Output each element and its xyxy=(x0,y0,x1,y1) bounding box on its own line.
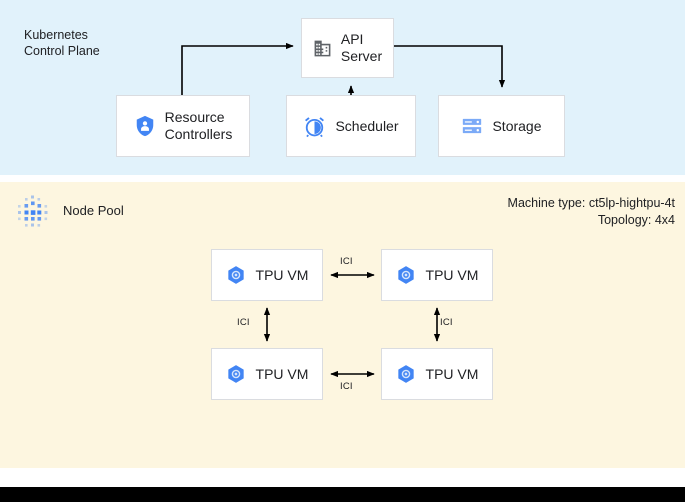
node-pool-panel xyxy=(0,182,685,468)
machine-type-text: Machine type: ct5lp-hightpu-4t xyxy=(507,196,675,210)
tpu-chip-hexagon-icon xyxy=(397,365,414,383)
ici-label-left: ICI xyxy=(237,317,250,328)
node-tpu-vm-4[interactable]: TPU VM xyxy=(381,348,493,400)
node-tpu-vm-1-label: TPU VM xyxy=(255,266,309,283)
ici-label-right: ICI xyxy=(440,317,453,328)
node-tpu-vm-1[interactable]: TPU VM xyxy=(211,249,323,301)
node-scheduler[interactable]: Scheduler xyxy=(286,95,416,157)
node-storage-label: Storage xyxy=(492,117,542,134)
node-tpu-vm-3-label: TPU VM xyxy=(255,365,309,382)
tpu-chip-hexagon-icon xyxy=(227,365,244,383)
node-api-server[interactable]: API Server xyxy=(301,18,394,78)
topology-text: Topology: 4x4 xyxy=(597,213,675,227)
node-storage[interactable]: Storage xyxy=(438,95,565,157)
node-pool-title: Node Pool xyxy=(63,203,124,218)
tpu-chip-hexagon-icon xyxy=(397,266,414,284)
shield-person-icon xyxy=(136,115,153,137)
machine-info: Machine type: ct5lp-hightpu-4t Topology:… xyxy=(508,195,675,229)
alarm-clock-icon xyxy=(305,116,325,137)
node-scheduler-label: Scheduler xyxy=(335,117,399,134)
connector-api-server-to-storage xyxy=(394,45,506,88)
node-tpu-vm-2-label: TPU VM xyxy=(425,266,479,283)
ici-label-top: ICI xyxy=(340,256,353,267)
node-tpu-vm-4-label: TPU VM xyxy=(425,365,479,382)
connector-resource-controllers-to-api-server xyxy=(181,42,294,95)
ici-label-bottom: ICI xyxy=(340,381,353,392)
bottom-bar xyxy=(0,487,685,502)
connector-scheduler-to-api-server xyxy=(347,85,355,95)
control-plane-title: Kubernetes Control Plane xyxy=(24,28,100,58)
node-resource-controllers-label: Resource Controllers xyxy=(164,109,233,142)
node-pool-dots-icon xyxy=(18,195,48,227)
domain-building-icon xyxy=(314,40,331,56)
storage-rack-icon xyxy=(463,118,482,134)
node-resource-controllers[interactable]: Resource Controllers xyxy=(116,95,250,157)
tpu-chip-hexagon-icon xyxy=(227,266,244,284)
node-api-server-label: API Server xyxy=(340,31,383,64)
node-tpu-vm-2[interactable]: TPU VM xyxy=(381,249,493,301)
node-tpu-vm-3[interactable]: TPU VM xyxy=(211,348,323,400)
